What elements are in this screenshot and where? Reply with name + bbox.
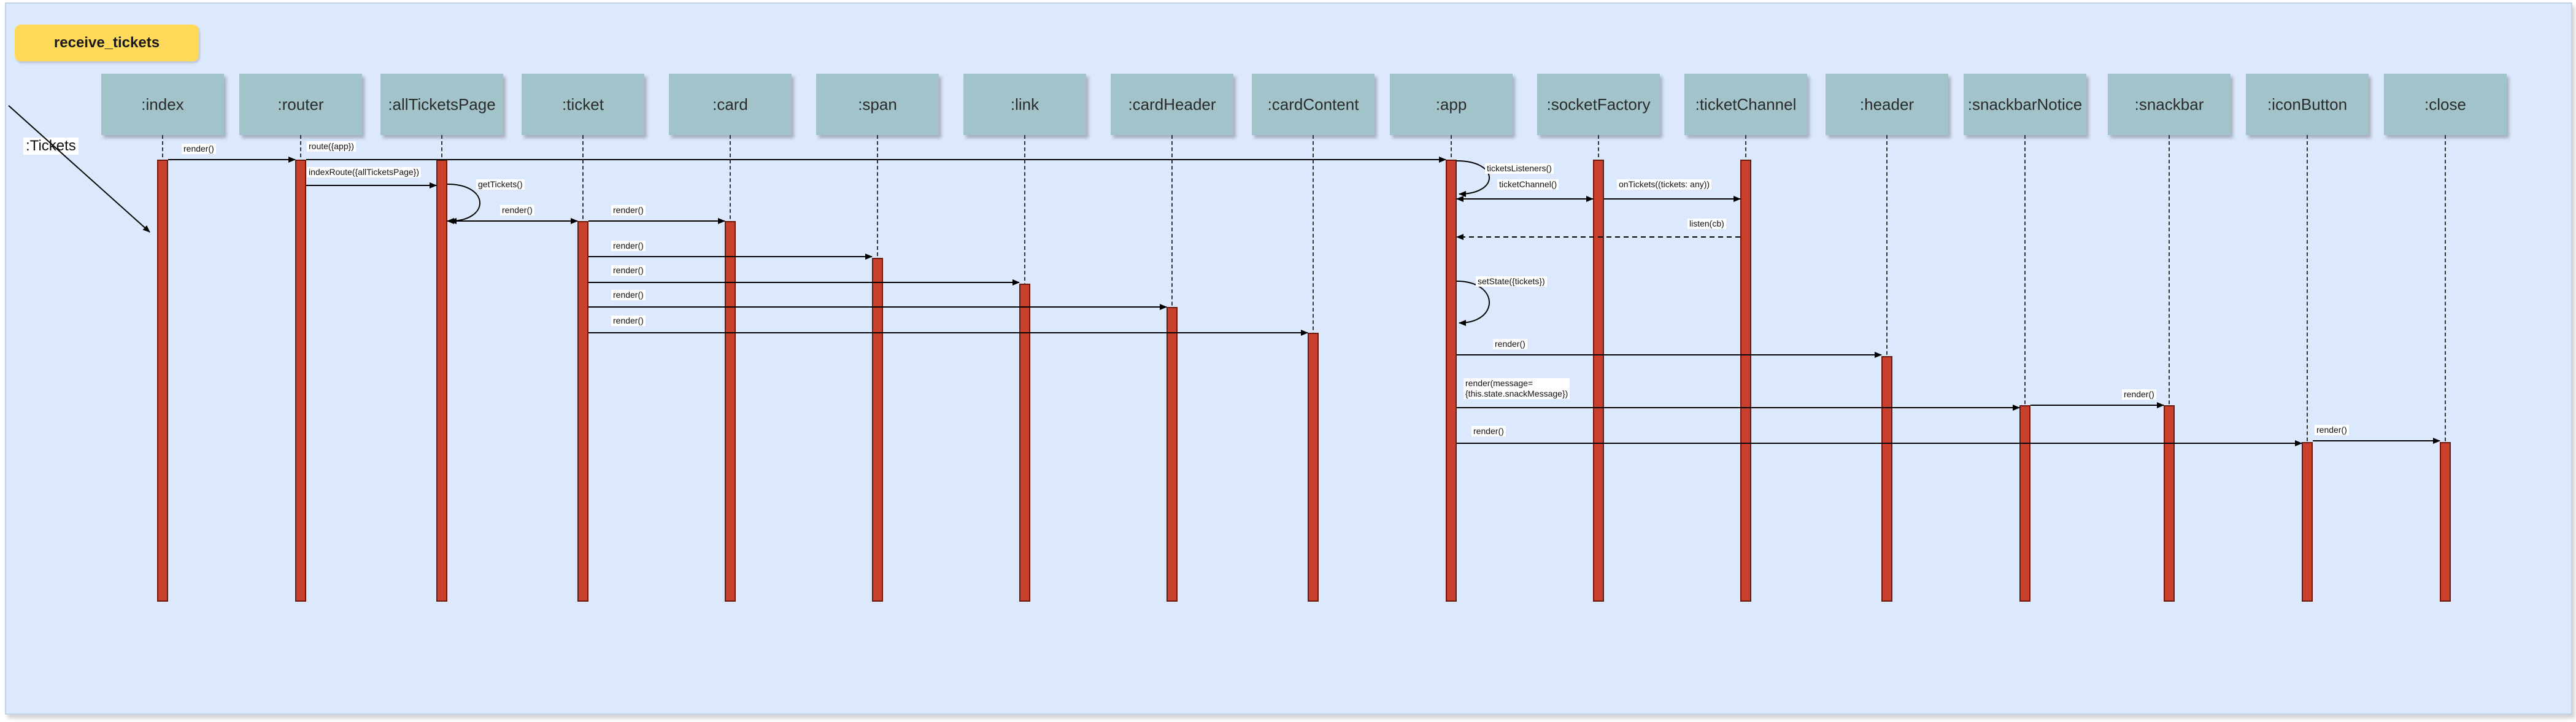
message-label: route({app}) xyxy=(307,141,356,152)
actor-arrow xyxy=(8,105,150,233)
activation-bar xyxy=(2019,405,2030,602)
activation-bar xyxy=(2164,405,2175,602)
message-label: render() xyxy=(1493,339,1527,349)
participant-span: :span xyxy=(816,74,939,135)
lifeline xyxy=(2024,135,2026,602)
activation-bar xyxy=(1593,160,1604,602)
activation-bar xyxy=(1308,333,1319,602)
message-label: ticketsListeners() xyxy=(1485,163,1554,174)
message-label: render() xyxy=(611,290,646,300)
participant-socketfactory: :socketFactory xyxy=(1537,74,1660,135)
participant-app: :app xyxy=(1390,74,1513,135)
participant-index: :index xyxy=(101,74,224,135)
participant-snackbar: :snackbar xyxy=(2108,74,2231,135)
activation-bar xyxy=(2302,442,2313,602)
diagram-title: receive_tickets xyxy=(15,25,199,61)
message-label: render(message={this.state.snackMessage}… xyxy=(1463,378,1570,399)
participant-allticketspage: :allTicketsPage xyxy=(380,74,503,135)
lifeline xyxy=(2169,135,2170,602)
message-label: ticketChannel() xyxy=(1497,179,1559,190)
activation-bar xyxy=(1740,160,1751,602)
activation-bar xyxy=(2440,442,2451,602)
participant-close: :close xyxy=(2384,74,2507,135)
message-label: render() xyxy=(2315,425,2349,435)
activation-bar xyxy=(1167,307,1178,602)
message-arrow xyxy=(1456,281,1490,326)
message-label: render() xyxy=(611,316,646,326)
activation-bar xyxy=(1881,356,1892,602)
message-label: getTickets() xyxy=(476,179,525,190)
activation-bar xyxy=(872,258,883,602)
participant-snackbarnotice: :snackbarNotice xyxy=(1964,74,2086,135)
activation-bar xyxy=(725,221,736,602)
participant-link: :link xyxy=(963,74,1086,135)
activation-bar xyxy=(577,221,588,602)
participant-cardcontent: :cardContent xyxy=(1252,74,1375,135)
actor-label: :Tickets xyxy=(23,138,79,155)
message-label: listen(cb) xyxy=(1687,219,1726,229)
message-label: render() xyxy=(611,205,646,215)
message-arrow xyxy=(1456,160,1490,197)
activation-bar xyxy=(157,160,168,602)
participant-card: :card xyxy=(669,74,792,135)
participant-ticket: :ticket xyxy=(522,74,644,135)
lifeline xyxy=(2445,135,2446,602)
message-label: render() xyxy=(2122,389,2156,400)
activation-bar xyxy=(295,160,306,602)
message-arrow xyxy=(447,184,480,224)
activation-bar xyxy=(1446,160,1457,602)
message-label: indexRoute({allTicketsPage}) xyxy=(307,167,422,177)
message-label: render() xyxy=(182,144,216,154)
participant-router: :router xyxy=(239,74,362,135)
message-label: setState({tickets}) xyxy=(1476,276,1547,287)
participant-header: :header xyxy=(1826,74,1948,135)
message-label: render() xyxy=(611,265,646,276)
message-label: onTickets((tickets: any)) xyxy=(1617,179,1712,190)
message-label: render() xyxy=(500,205,534,215)
participant-cardheader: :cardHeader xyxy=(1111,74,1233,135)
activation-bar xyxy=(1019,284,1030,602)
message-label: render() xyxy=(611,241,646,251)
participant-iconbutton: :iconButton xyxy=(2246,74,2369,135)
message-label: render() xyxy=(1471,426,1506,437)
participant-ticketchannel: :ticketChannel xyxy=(1684,74,1807,135)
lifeline xyxy=(2307,135,2308,602)
